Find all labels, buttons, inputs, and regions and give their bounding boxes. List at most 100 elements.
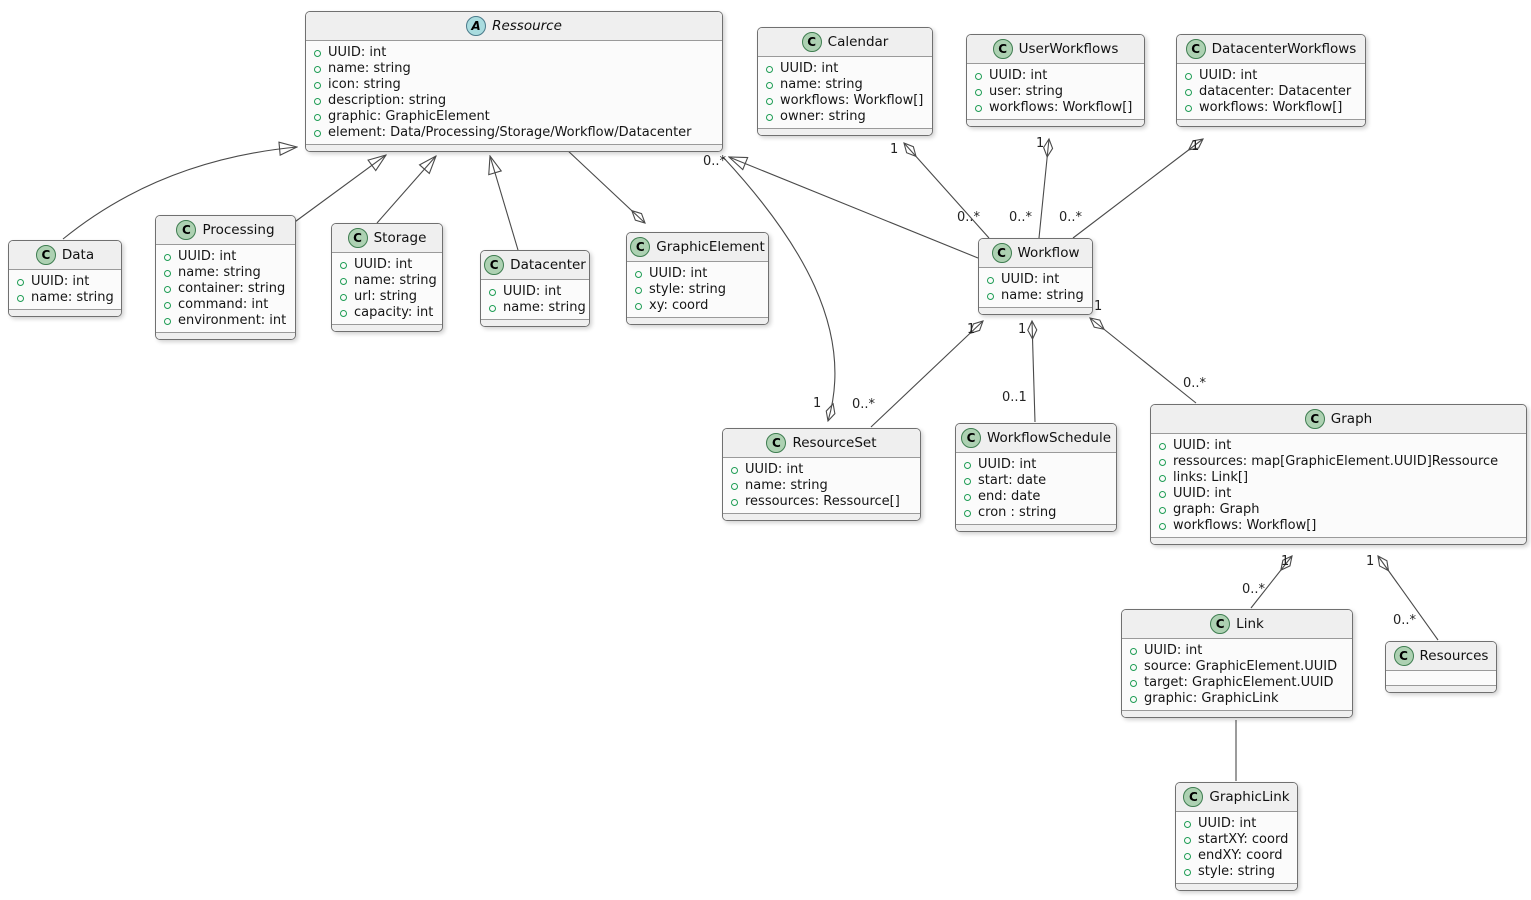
- attribute-row: graph: Graph: [1159, 502, 1518, 518]
- attribute-row: UUID: int: [766, 61, 924, 77]
- attribute-row: UUID: int: [340, 257, 434, 273]
- field-visibility-icon: [1185, 72, 1192, 80]
- edge-datacenterworkflows-workflow-aggregation: [1072, 138, 1204, 239]
- multiplicity-label: 0..1: [1002, 390, 1027, 405]
- attribute-text: graph: Graph: [1173, 502, 1260, 517]
- attribute-text: UUID: int: [978, 457, 1037, 472]
- class-name: Processing: [202, 222, 275, 238]
- multiplicity-label: 0..*: [957, 210, 981, 225]
- multiplicity-label: 1: [1018, 322, 1027, 337]
- field-visibility-icon: [964, 493, 971, 501]
- class-icon: C: [991, 243, 1012, 263]
- field-visibility-icon: [340, 261, 347, 269]
- field-visibility-icon: [964, 461, 971, 469]
- multiplicity-label: 0..*: [1059, 210, 1083, 225]
- attribute-text: ressources: Ressource[]: [745, 494, 900, 509]
- class-header: C Link: [1122, 610, 1352, 639]
- attribute-row: name: string: [987, 288, 1084, 304]
- attribute-text: name: string: [328, 61, 411, 76]
- field-visibility-icon: [1159, 506, 1166, 514]
- attribute-row: workflows: Workflow[]: [1185, 100, 1357, 116]
- attribute-text: style: string: [1198, 864, 1276, 879]
- attribute-row: name: string: [314, 61, 714, 77]
- attribute-row: UUID: int: [1159, 438, 1518, 454]
- attribute-text: links: Link[]: [1173, 470, 1249, 485]
- edge-datacenter-extends-ressource: [490, 156, 519, 251]
- edge-resourceset-ressource-aggregation: [722, 156, 836, 423]
- attribute-text: UUID: int: [328, 45, 387, 60]
- class-name: Link: [1236, 616, 1264, 632]
- field-visibility-icon: [164, 317, 171, 325]
- attribute-row: style: string: [1184, 864, 1289, 880]
- attribute-text: workflows: Workflow[]: [780, 93, 924, 108]
- class-name: Datacenter: [510, 257, 586, 273]
- class-name: DatacenterWorkflows: [1211, 41, 1357, 57]
- class-header: C Processing: [156, 216, 295, 245]
- class-header: C Calendar: [758, 28, 932, 57]
- attribute-row: element: Data/Processing/Storage/Workflo…: [314, 125, 714, 141]
- methods-compartment: [156, 332, 295, 339]
- field-visibility-icon: [964, 477, 971, 485]
- attribute-row: graphic: GraphicLink: [1130, 691, 1344, 707]
- attribute-row: owner: string: [766, 109, 924, 125]
- field-visibility-icon: [1185, 88, 1192, 96]
- attribute-row: datacenter: Datacenter: [1185, 84, 1357, 100]
- edge-graph-resources-aggregation: [1377, 554, 1439, 641]
- methods-compartment: [956, 524, 1116, 531]
- attribute-row: UUID: int: [164, 249, 287, 265]
- attribute-row: name: string: [164, 265, 287, 281]
- attribute-row: capacity: int: [340, 305, 434, 321]
- class-header: C Resources: [1386, 642, 1496, 671]
- field-visibility-icon: [314, 97, 321, 105]
- attribute-row: icon: string: [314, 77, 714, 93]
- edge-calendar-workflow-aggregation: [903, 142, 990, 239]
- multiplicity-label: 0..*: [703, 154, 727, 169]
- attribute-row: name: string: [489, 300, 586, 316]
- field-visibility-icon: [164, 253, 171, 261]
- class-name: Data: [61, 247, 95, 263]
- field-visibility-icon: [489, 304, 496, 312]
- attribute-text: command: int: [178, 297, 269, 312]
- class-header: C Datacenter: [481, 251, 589, 280]
- class-header: C GraphicLink: [1176, 783, 1297, 812]
- attribute-text: ressources: map[GraphicElement.UUID]Ress…: [1173, 454, 1499, 469]
- attribute-row: UUID: int: [489, 284, 581, 300]
- attribute-row: ressources: Ressource[]: [731, 494, 912, 510]
- multiplicity-label: 0..*: [852, 397, 876, 412]
- methods-compartment: [1122, 710, 1352, 717]
- multiplicity-label: 1: [1094, 299, 1103, 314]
- class-name: UserWorkflows: [1018, 41, 1119, 57]
- attribute-text: name: string: [780, 77, 863, 92]
- class-header: C Workflow: [979, 239, 1092, 268]
- field-visibility-icon: [766, 97, 773, 105]
- edge-workflow-extends-ressource: [729, 157, 979, 259]
- attribute-row: command: int: [164, 297, 287, 313]
- field-visibility-icon: [1159, 458, 1166, 466]
- attribute-text: icon: string: [328, 77, 401, 92]
- field-visibility-icon: [766, 113, 773, 121]
- methods-compartment: [979, 307, 1092, 314]
- attribute-row: workflows: Workflow[]: [766, 93, 924, 109]
- field-visibility-icon: [314, 81, 321, 89]
- attribute-row: UUID: int: [1185, 68, 1357, 84]
- attribute-row: UUID: int: [1159, 486, 1518, 502]
- attribute-text: container: string: [178, 281, 286, 296]
- methods-compartment: [723, 513, 920, 520]
- attribute-text: UUID: int: [989, 68, 1048, 83]
- class-header: C Data: [9, 241, 121, 270]
- multiplicity-label: 1: [890, 142, 899, 157]
- attribute-text: startXY: coord: [1198, 832, 1289, 847]
